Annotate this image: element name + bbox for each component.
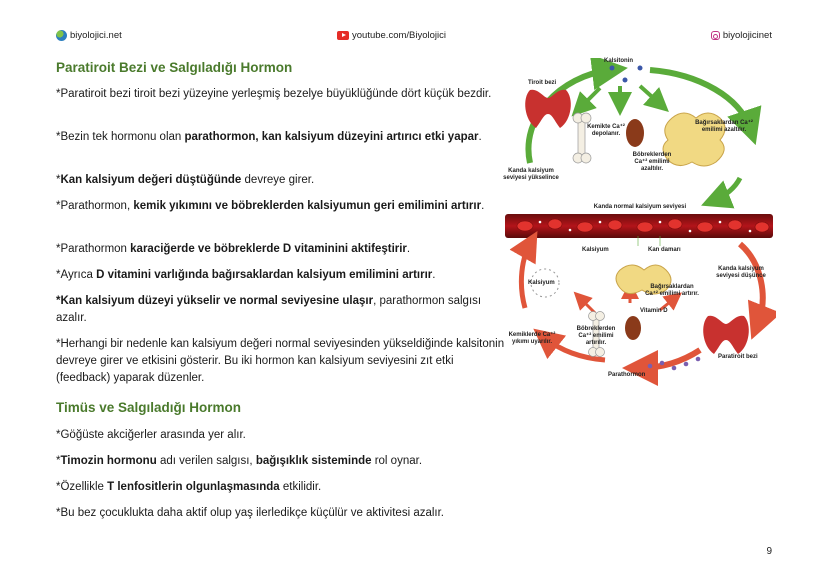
text-run: *Parathormon: [56, 243, 131, 255]
label-bagirsak-top: Bağırsaklardan Ca⁺² emilimi azaltılır.: [695, 120, 753, 133]
page-number: 9: [766, 546, 772, 557]
paragraph: *Parathormon, kemik yıkımını ve böbrekle…: [56, 198, 506, 215]
green-arrow: [701, 176, 743, 209]
kidney-image: [625, 316, 641, 340]
bold-text: Kan kalsiyum değeri düştüğünde: [60, 174, 242, 186]
paragraph: *Paratiroit bezi tiroit bezi yüzeyine ye…: [56, 86, 506, 103]
label-kalsitonin: Kalsitonin: [604, 58, 634, 64]
paragraph: *Bezin tek hormonu olan parathormon, kan…: [56, 129, 506, 146]
green-arrow: [638, 84, 669, 113]
green-arrow: [571, 86, 602, 117]
paragraph: *Özellikle T lenfositlerin olgunlaşmasın…: [56, 479, 506, 496]
text-run: *: [56, 174, 61, 186]
text-run: .: [406, 243, 411, 255]
paragraph: *Ayrıca D vitamini varlığında bağırsakla…: [56, 267, 506, 284]
bold-text: parathormon, kan kalsiyum düzeyini artır…: [184, 131, 479, 143]
instagram-icon: [710, 31, 720, 40]
bold-text: D vitamini varlığında bağırsaklardan kal…: [96, 269, 433, 281]
bold-text: *Kan kalsiyum düzeyi yükselir ve normal …: [56, 295, 374, 307]
label-parathormon: Parathormon: [608, 372, 646, 378]
intestine-image: [615, 264, 672, 295]
red-arrow: [622, 347, 702, 386]
label-kan-damari: Kan damarı: [648, 247, 681, 253]
bold-text: T lenfositlerin olgunlaşmasında: [107, 481, 280, 493]
youtube-text: youtube.com/Biyolojici: [352, 30, 446, 41]
red-arrow: [533, 328, 606, 363]
website-link[interactable]: biyolojici.net: [56, 30, 122, 41]
label-bobrek-bottom: Böbreklerden Ca⁺² emilimi artırılır.: [576, 326, 616, 346]
bold-text: kemik yıkımını ve böbreklerden kalsiyumu…: [133, 200, 482, 212]
calcium-regulation-diagram: Tiroit bezi Kalsitonin Kemikte Ca⁺² depo…: [500, 58, 776, 388]
text-run: .: [481, 200, 485, 212]
text-run: adı verilen salgısı,: [156, 455, 256, 467]
section-title-paratiroit: Paratiroit Bezi ve Salgıladığı Hormon: [56, 60, 293, 75]
page-header: biyolojici.net youtube.com/Biyolojici bi…: [56, 30, 772, 44]
label-dusunce: Kanda kalsiyum seviyesi düşünce: [716, 266, 766, 279]
diagram-graphic: [505, 58, 776, 386]
kidney-image: [626, 119, 644, 147]
text-run: *Parathormon,: [56, 200, 134, 212]
label-kemikler: Kemiklerde Ca⁺² yıkımı uyarılır.: [508, 332, 556, 345]
label-bagirsak-bottom: Bağırsaklardan Ca⁺² emilimi artırır.: [645, 284, 699, 297]
label-bobrek-top: Böbreklerden Ca⁺² emilimi azaltılır.: [632, 152, 672, 172]
label-paratiroit: Paratiroit bezi: [718, 354, 758, 360]
section-title-timus: Timüs ve Salgıladığı Hormon: [56, 400, 242, 415]
red-arrow: [737, 241, 776, 340]
youtube-icon: [337, 31, 349, 40]
intestine-image: [662, 112, 726, 167]
bold-text: Timozin hormonu: [60, 455, 157, 467]
text-run: *Özellikle: [56, 481, 108, 493]
bold-text: karaciğerde ve böbreklerde D vitaminini …: [130, 243, 407, 255]
text-run: *Bu bez çocuklukta daha aktif olup yaş i…: [56, 507, 445, 519]
text-run: , parathormon salgısı azalır.: [56, 295, 482, 324]
globe-icon: [56, 30, 67, 41]
label-kalsiyum-2: Kalsiyum: [528, 280, 555, 286]
label-kalsiyum: Kalsiyum: [582, 247, 609, 253]
text-run: etkilidir.: [279, 481, 322, 493]
text-run: .: [432, 269, 436, 281]
paragraph: *Kan kalsiyum düzeyi yükselir ve normal …: [56, 293, 506, 327]
text-run: *Ayrıca: [56, 269, 97, 281]
red-arrow: [509, 230, 538, 309]
youtube-link[interactable]: youtube.com/Biyolojici: [337, 30, 446, 41]
instagram-link[interactable]: biyolojicinet: [710, 30, 772, 41]
label-normal: Kanda normal kalsiyum seviyesi: [593, 204, 687, 210]
paragraph: *Parathormon karaciğerde ve böbreklerde …: [56, 241, 506, 258]
text-run: *Herhangi bir nedenle kan kalsiyum değer…: [56, 338, 505, 384]
text-run: .: [478, 131, 482, 143]
label-yukselince: Kanda kalsiyum seviyesi yükselince: [503, 168, 559, 181]
text-run: *Bezin tek hormonu olan: [56, 131, 185, 143]
text-run: *Paratiroit bezi tiroit bezi yüzeyine ye…: [56, 88, 492, 100]
label-vitamin-d: Vitamin D: [640, 308, 668, 314]
parathyroid-image: [703, 315, 749, 354]
label-tiroit-bezi: Tiroit bezi: [528, 80, 557, 86]
paragraph: *Kan kalsiyum değeri düştüğünde devreye …: [56, 172, 506, 189]
paragraph: *Herhangi bir nedenle kan kalsiyum değer…: [56, 336, 506, 387]
instagram-text: biyolojicinet: [722, 30, 772, 41]
paragraph: *Bu bez çocuklukta daha aktif olup yaş i…: [56, 505, 526, 522]
paragraph: *Göğüste akciğerler arasında yer alır.: [56, 427, 506, 444]
thyroid-image: [525, 89, 571, 128]
label-kemikte: Kemikte Ca⁺² depolanır.: [587, 124, 625, 137]
bold-text: bağışıklık sisteminde: [255, 455, 372, 467]
website-text: biyolojici.net: [70, 30, 122, 41]
text-run: *: [56, 455, 61, 467]
text-run: *Göğüste akciğerler arasında yer alır.: [56, 429, 246, 441]
green-arrow: [649, 67, 762, 146]
text-run: devreye girer.: [241, 174, 315, 186]
text-run: rol oynar.: [371, 455, 423, 467]
paragraph: *Timozin hormonu adı verilen salgısı, ba…: [56, 453, 506, 470]
